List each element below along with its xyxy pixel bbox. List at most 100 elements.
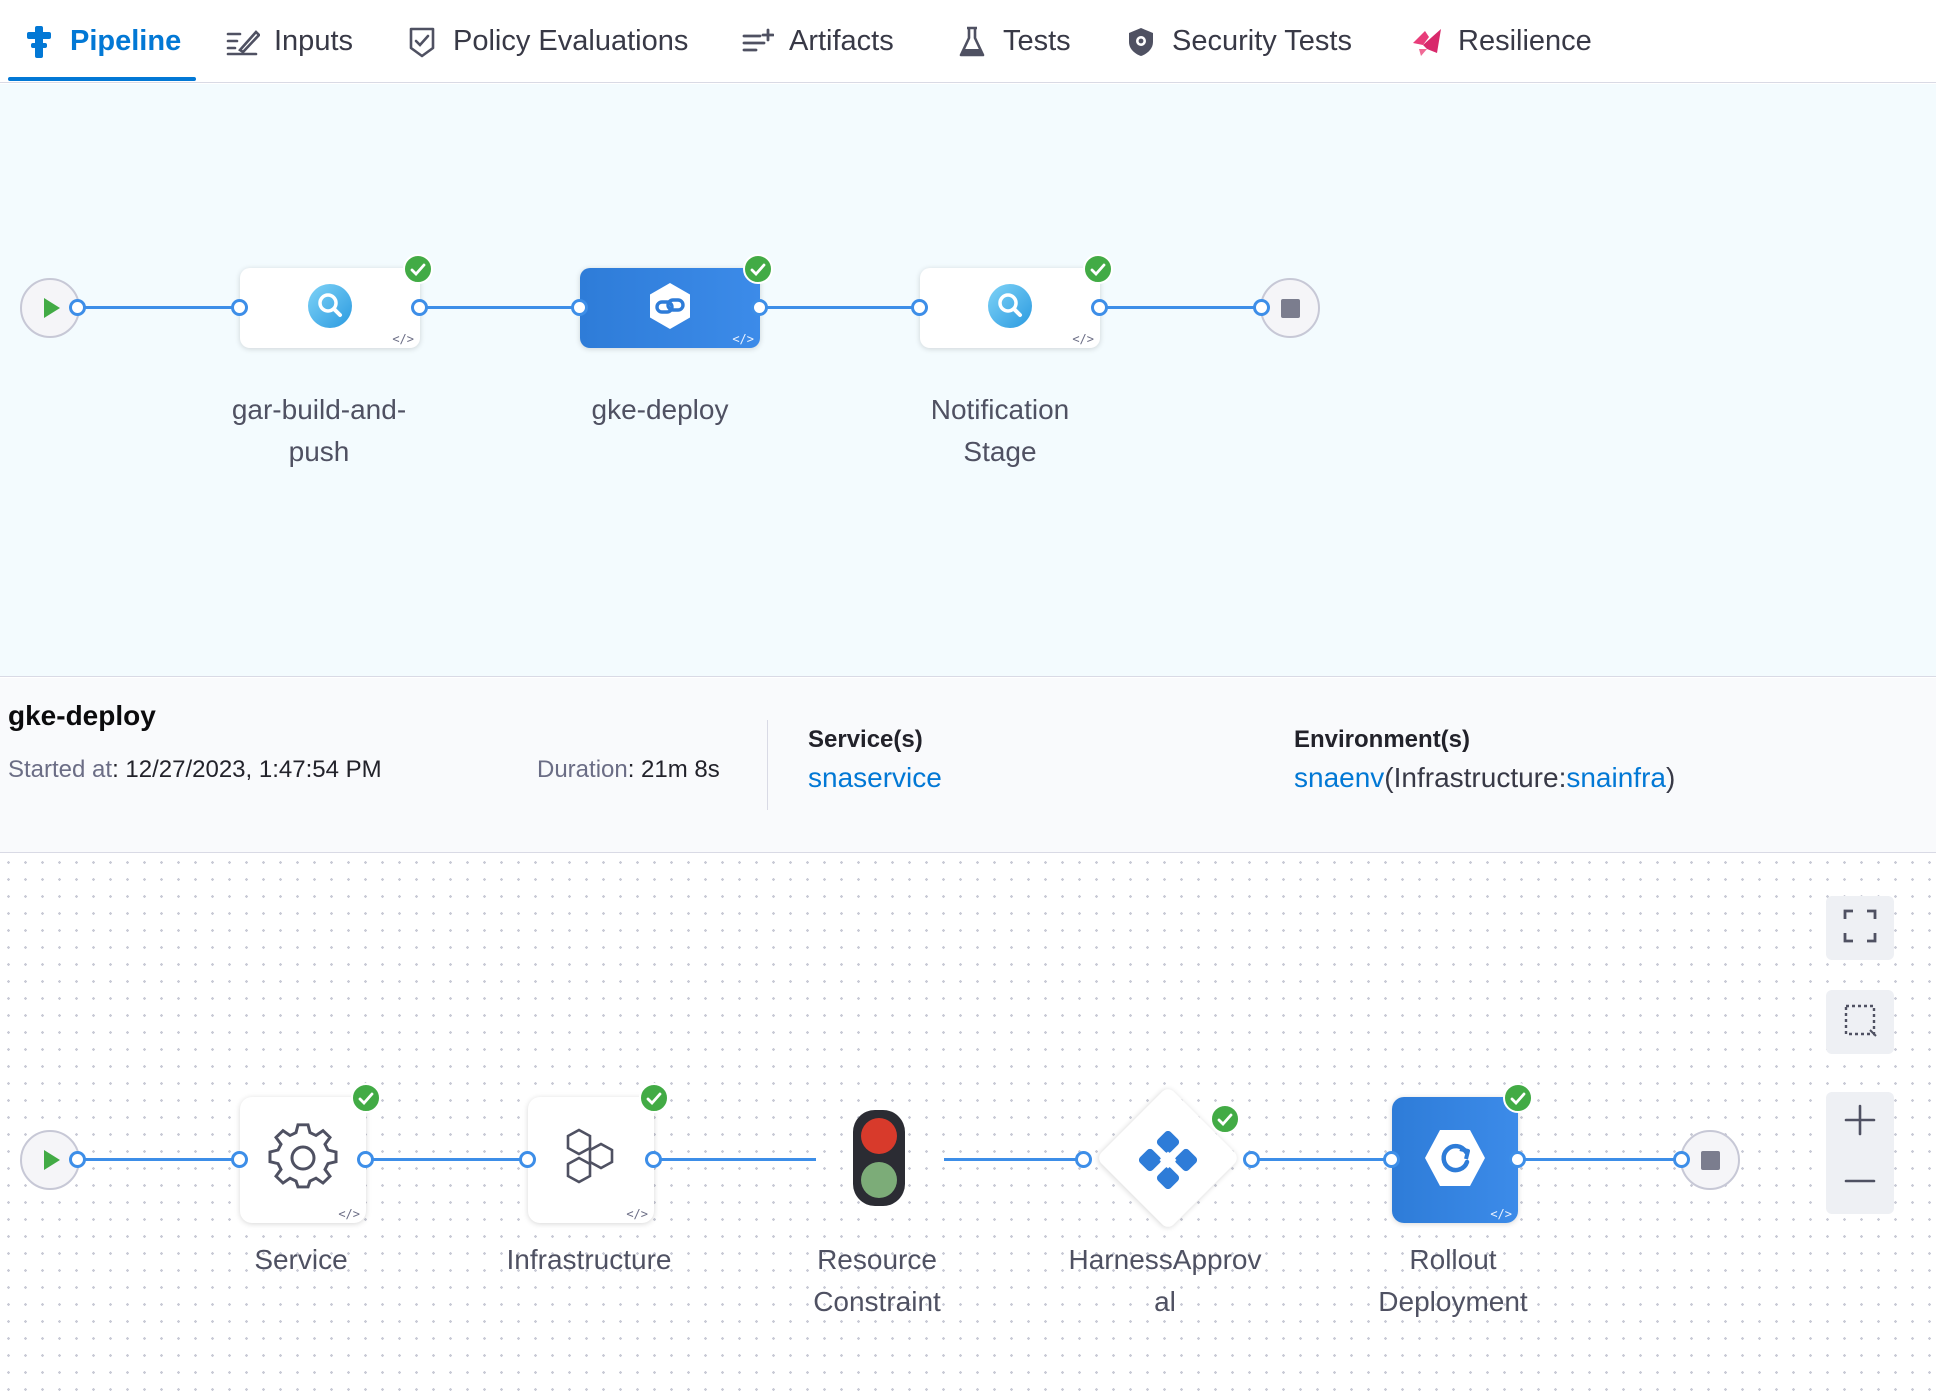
shield-icon — [1124, 25, 1158, 59]
step-label: Infrastructure — [459, 1239, 719, 1281]
success-check-icon — [1083, 254, 1113, 284]
connector — [1518, 1158, 1682, 1161]
step-label-line: Infrastructure — [506, 1244, 672, 1275]
tab-resilience[interactable]: Resilience — [1410, 0, 1592, 83]
rollout-icon — [1422, 1127, 1488, 1194]
expand-icon — [1843, 909, 1877, 948]
step-rollout-deployment[interactable]: </> — [1392, 1097, 1518, 1223]
connector-port — [411, 299, 428, 316]
stage-gar-build-and-push[interactable]: </> — [240, 268, 420, 348]
success-check-icon — [351, 1083, 381, 1113]
stage-label: gke-deploy — [530, 389, 790, 431]
play-icon — [44, 1150, 60, 1170]
connector — [760, 306, 920, 309]
step-label-line: Service — [254, 1244, 348, 1275]
stop-icon — [1280, 298, 1300, 318]
tab-artifacts[interactable]: Artifacts — [741, 0, 894, 83]
stage-label-line: push — [288, 436, 350, 467]
yaml-code-icon: </> — [732, 332, 754, 346]
stage-label: gar-build-and- push — [189, 389, 449, 473]
success-check-icon — [743, 254, 773, 284]
tab-label: Pipeline — [70, 25, 182, 57]
step-label: HarnessApprov al — [1035, 1239, 1295, 1323]
pipeline-graph: </> </> </> gar-build-and- push gke-depl… — [0, 84, 1936, 677]
service-link[interactable]: snaservice — [808, 762, 942, 793]
resilience-icon — [1410, 25, 1444, 59]
play-icon — [44, 298, 60, 318]
stage-gke-deploy[interactable]: </> — [580, 268, 760, 348]
connector — [1252, 1158, 1392, 1161]
connector — [366, 1158, 528, 1161]
connector — [78, 1158, 240, 1161]
zoom-out-button[interactable] — [1826, 1153, 1894, 1214]
connector-port — [69, 1151, 86, 1168]
select-area-button[interactable] — [1826, 990, 1894, 1054]
zoom-controls — [1826, 1092, 1894, 1214]
connector-port — [1383, 1151, 1400, 1168]
connector-port — [1091, 299, 1108, 316]
tab-label: Security Tests — [1172, 25, 1352, 57]
tab-label: Policy Evaluations — [453, 25, 689, 57]
tab-pipeline[interactable]: Pipeline — [22, 0, 181, 83]
services-header: Service(s) — [808, 726, 923, 753]
environment-link[interactable]: snaenv — [1294, 762, 1385, 793]
duration-value: : 21m 8s — [627, 756, 720, 783]
pipeline-end-node — [1260, 278, 1320, 338]
execution-end-node — [1680, 1130, 1740, 1190]
environments-header: Environment(s) — [1294, 726, 1471, 753]
zoom-in-button[interactable] — [1826, 1092, 1894, 1153]
tab-label: Inputs — [274, 25, 353, 57]
stage-label: Notification Stage — [870, 389, 1130, 473]
tab-security-tests[interactable]: Security Tests — [1124, 0, 1352, 83]
step-service[interactable]: </> — [240, 1097, 366, 1223]
minus-icon — [1843, 1164, 1877, 1203]
stop-icon — [1700, 1150, 1720, 1170]
connector-port — [1253, 299, 1270, 316]
tab-tests[interactable]: Tests — [955, 0, 1071, 83]
plus-icon — [1843, 1103, 1877, 1142]
selection-icon — [1843, 1003, 1877, 1042]
step-label: Resource Constraint — [747, 1239, 1007, 1323]
artifacts-icon — [741, 25, 775, 59]
active-tab-indicator — [8, 77, 196, 81]
step-label-line: HarnessApprov — [1068, 1244, 1262, 1275]
stage-label-line: Notification — [930, 394, 1070, 425]
tab-policy-evaluations[interactable]: Policy Evaluations — [405, 0, 688, 83]
flask-icon — [955, 25, 989, 59]
success-check-icon — [1503, 1083, 1533, 1113]
divider — [767, 720, 768, 810]
fit-to-screen-button[interactable] — [1826, 896, 1894, 960]
step-label-line: al — [1154, 1286, 1176, 1317]
stage-details-bar: gke-deploy Started at: 12/27/2023, 1:47:… — [0, 678, 1936, 853]
infrastructure-link[interactable]: snainfra — [1566, 762, 1666, 793]
duration: Duration: 21m 8s — [537, 756, 720, 784]
step-label: Service — [171, 1239, 431, 1281]
connector-port — [911, 299, 928, 316]
yaml-code-icon: </> — [626, 1207, 648, 1221]
connector-port — [1243, 1151, 1260, 1168]
yaml-code-icon: </> — [1490, 1207, 1512, 1221]
inputs-icon — [226, 25, 260, 59]
connector-port — [231, 1151, 248, 1168]
connector-port — [231, 299, 248, 316]
step-resource-constraint[interactable] — [853, 1110, 905, 1206]
step-label-line: Constraint — [813, 1286, 941, 1317]
connector — [78, 306, 240, 309]
tab-inputs[interactable]: Inputs — [226, 0, 353, 83]
yaml-code-icon: </> — [392, 332, 414, 346]
execution-tabs: Pipeline Inputs Policy Evaluations Artif… — [0, 0, 1936, 83]
connector — [1100, 306, 1262, 309]
success-check-icon — [1210, 1104, 1240, 1134]
ci-search-icon — [306, 282, 354, 335]
connector-port — [69, 299, 86, 316]
connector-port — [571, 299, 588, 316]
services-value: snaservice — [808, 762, 942, 794]
success-check-icon — [639, 1083, 669, 1113]
stage-label-line: Stage — [963, 436, 1037, 467]
stage-notification[interactable]: </> — [920, 268, 1100, 348]
infra-prefix: (Infrastructure: — [1384, 762, 1567, 793]
stage-title: gke-deploy — [8, 700, 156, 731]
tab-label: Resilience — [1458, 25, 1592, 57]
step-infrastructure[interactable]: </> — [528, 1097, 654, 1223]
tab-label: Tests — [1003, 25, 1071, 57]
